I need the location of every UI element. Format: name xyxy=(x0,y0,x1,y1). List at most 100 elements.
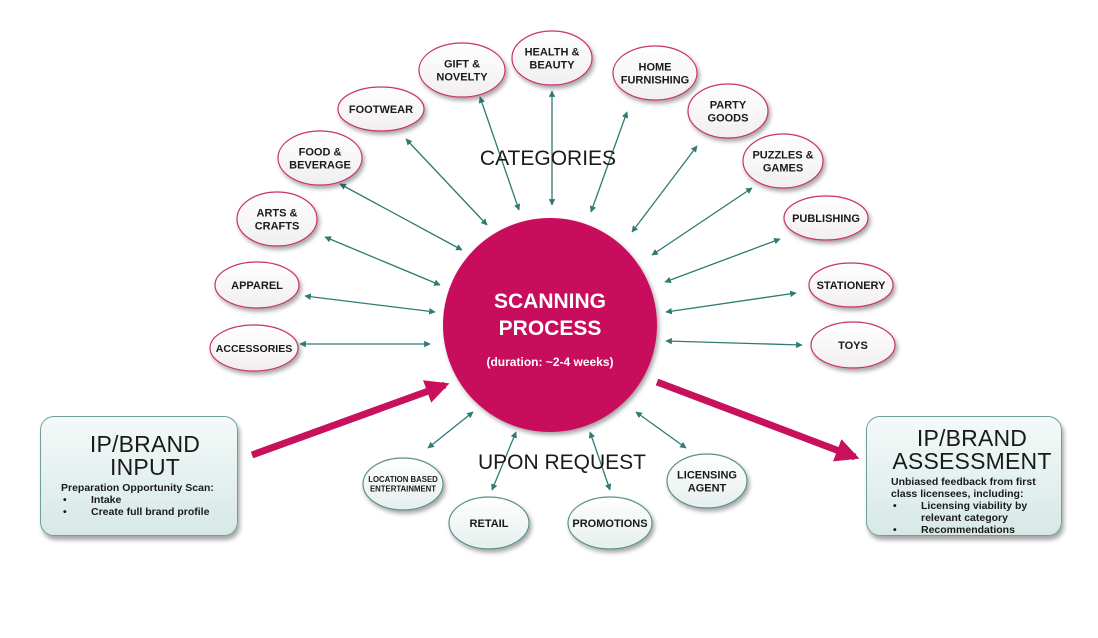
category-node-label: NOVELTY xyxy=(436,72,488,84)
category-node-label: FOOD & xyxy=(299,146,342,158)
category-node-label: STATIONERY xyxy=(817,280,887,292)
center-title-line1: SCANNING xyxy=(494,290,606,313)
request-connector-arrow xyxy=(427,411,474,449)
center-title-line2: PROCESS xyxy=(499,317,602,340)
category-connector-arrow xyxy=(589,111,629,213)
assessment-box-bullet: Recommendations xyxy=(891,524,1053,536)
category-node-label: PUZZLES & xyxy=(752,149,813,161)
category-node-label: CRAFTS xyxy=(255,221,300,233)
assessment-box-intro: Unbiased feedback from first class licen… xyxy=(891,476,1036,500)
category-node-shape xyxy=(687,83,769,139)
category-connector-arrow xyxy=(631,145,698,233)
category-node-food-beverage: FOOD & BEVERAGE xyxy=(277,130,363,186)
category-node-shape xyxy=(277,130,363,186)
category-node-label: FOOTWEAR xyxy=(349,104,413,116)
category-node-shape xyxy=(810,321,896,369)
category-node-shape xyxy=(808,262,894,308)
category-node-shape xyxy=(214,261,300,309)
request-node-shape xyxy=(567,496,653,550)
category-connector-arrow xyxy=(664,238,781,283)
ip-brand-input-box: IP/BRAND INPUT Preparation Opportunity S… xyxy=(40,416,238,536)
category-node-stationery: STATIONERY xyxy=(808,262,894,308)
input-box-title-line1: IP/BRAND xyxy=(89,431,201,457)
category-node-footwear: FOOTWEAR xyxy=(337,86,425,132)
input-box-bullet: Create full brand profile xyxy=(61,506,229,518)
categories-heading: CATEGORIES xyxy=(480,147,616,170)
category-node-label: FURNISHING xyxy=(621,75,689,87)
category-node-label: BEAUTY xyxy=(529,60,575,72)
flow-arrows xyxy=(250,378,860,462)
request-node-label: LOCATION BASED xyxy=(368,475,438,484)
request-node-label: AGENT xyxy=(688,483,727,495)
assessment-box-title-line1: IP/BRAND xyxy=(916,425,1028,451)
category-node-publishing: PUBLISHING xyxy=(783,195,869,241)
category-node-shape xyxy=(511,30,593,86)
category-connector-arrow xyxy=(478,96,521,211)
request-node-shape xyxy=(448,496,530,550)
category-connector-arrow xyxy=(665,337,803,349)
category-node-apparel: APPAREL xyxy=(214,261,300,309)
request-connector-arrow xyxy=(635,411,687,449)
assessment-box-bullets: Licensing viability by relevant category… xyxy=(891,500,1053,536)
category-node-label: PARTY xyxy=(710,99,747,111)
category-node-accessories: ACCESSORIES xyxy=(209,324,299,372)
request-node-retail: RETAIL xyxy=(448,496,530,550)
connector-arrows xyxy=(299,90,803,491)
assessment-flow-arrow xyxy=(655,378,860,462)
assessment-box-bullet: Licensing viability by relevant category xyxy=(891,500,1053,524)
category-node-home-furnishing: HOME FURNISHING xyxy=(612,45,698,101)
category-connector-arrow xyxy=(405,138,488,226)
category-node-puzzles-games: PUZZLES & GAMES xyxy=(742,133,824,189)
request-connector-arrow xyxy=(588,431,612,491)
request-connector-arrow xyxy=(491,431,517,491)
input-box-bullets: Intake Create full brand profile xyxy=(61,494,229,518)
request-node-shape xyxy=(666,453,748,509)
category-node-shape xyxy=(742,133,824,189)
category-node-label: BEVERAGE xyxy=(289,160,351,172)
category-node-label: HOME xyxy=(639,61,672,73)
category-connector-arrow xyxy=(339,183,463,251)
category-connector-arrow xyxy=(665,290,797,315)
input-flow-arrow xyxy=(250,380,450,459)
category-node-health-beauty: HEALTH & BEAUTY xyxy=(511,30,593,86)
category-node-shape xyxy=(209,324,299,372)
category-node-label: ARTS & xyxy=(257,207,298,219)
ip-brand-assessment-box: IP/BRAND ASSESSMENT Unbiased feedback fr… xyxy=(866,416,1062,536)
category-node-label: TOYS xyxy=(838,340,868,352)
category-node-label: GAMES xyxy=(763,163,803,175)
category-node-label: GOODS xyxy=(708,113,749,125)
category-node-shape xyxy=(418,42,506,98)
input-box-title-line2: INPUT xyxy=(110,454,180,480)
category-node-toys: TOYS xyxy=(810,321,896,369)
category-connector-arrow xyxy=(324,236,441,286)
category-node-gift-novelty: GIFT & NOVELTY xyxy=(418,42,506,98)
request-node-label: PROMOTIONS xyxy=(572,518,647,530)
assessment-box-title-line2: ASSESSMENT xyxy=(892,448,1052,474)
input-box-intro: Preparation Opportunity Scan: xyxy=(61,482,214,494)
category-node-label: ACCESSORIES xyxy=(216,343,292,355)
category-nodes: ACCESSORIES APPAREL ARTS & CRAFTS FOOD & BEVE… xyxy=(209,30,896,372)
center-duration: (duration: ~2-4 weeks) xyxy=(486,355,613,369)
category-node-label: PUBLISHING xyxy=(792,213,860,225)
category-node-label: HEALTH & xyxy=(525,46,580,58)
upon-request-heading: UPON REQUEST xyxy=(478,451,646,474)
scanning-process-circle: SCANNING PROCESS (duration: ~2-4 weeks) xyxy=(443,218,657,432)
category-node-label: GIFT & xyxy=(444,58,480,70)
category-node-party-goods: PARTY GOODS xyxy=(687,83,769,139)
category-connector-arrow xyxy=(304,293,436,315)
category-node-arts-crafts: ARTS & CRAFTS xyxy=(236,191,318,247)
category-connector-arrow xyxy=(651,187,753,256)
request-node-label: ENTERTAINMENT xyxy=(370,485,436,494)
input-box-bullet: Intake xyxy=(61,494,229,506)
category-node-shape xyxy=(612,45,698,101)
category-node-shape xyxy=(337,86,425,132)
request-node-label: RETAIL xyxy=(470,518,509,530)
category-node-label: APPAREL xyxy=(231,280,283,292)
category-node-shape xyxy=(236,191,318,247)
request-node-shape xyxy=(362,457,444,511)
request-node-promotions: PROMOTIONS xyxy=(567,496,653,550)
